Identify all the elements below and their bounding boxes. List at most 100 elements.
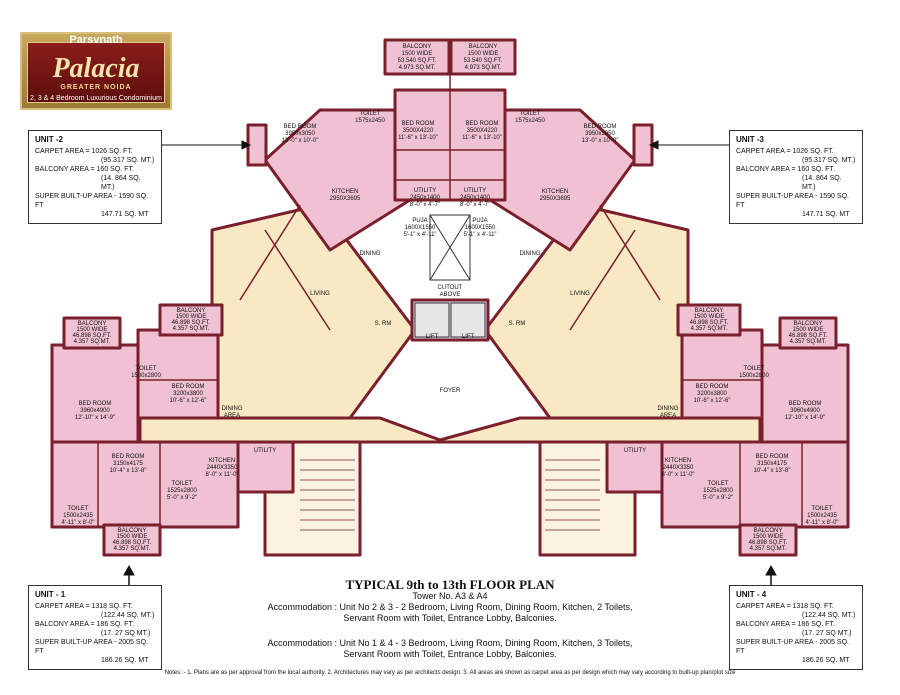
unit-3-area-box: UNIT -3 CARPET AREA = 1026 SQ. FT. (95.3… [729,130,863,224]
logo-panel: Parsvnath Palacia GREATER NOIDA 2, 3 & 4… [27,34,165,103]
accommodation-line: Servant Room with Toilet, Entrance Lobby… [343,613,557,623]
balcony-area: BALCONY AREA = 160 SQ. FT. [736,166,835,173]
stair-treads [300,459,600,531]
unit-title: UNIT - 4 [736,590,767,599]
accommodation-line: Servant Room with Toilet, Entrance Lobby… [343,649,557,659]
carpet-area-mt: (95.317 SQ. MT.) [802,157,856,164]
core-cutout [414,214,486,338]
lift-left-label: LIFT [426,334,439,340]
super-area-mt: 147.71 SQ. MT [802,211,850,218]
balcony-area-mt: (17. 27 SQ MT.) [802,630,852,637]
dining-left-label: DINING [360,251,381,257]
unit-title: UNIT - 1 [35,590,66,599]
accommodation-line: Accommodation : Unit No 2 & 3 - 2 Bedroo… [267,602,633,612]
accommodation-line: Accommodation : Unit No 1 & 4 - 3 Bedroo… [267,638,633,648]
super-area: SUPER BUILT-UP AREA - 2005 SQ. FT [35,639,148,655]
balcony-area: BALCONY AREA = 186 SQ. FT. [35,621,134,628]
plan-title: TYPICAL 9th to 13th FLOOR PLAN [345,577,555,592]
carpet-area: CARPET AREA = 1318 SQ. FT. [736,603,834,610]
balcony-area-mt: (14. 864 SQ. MT.) [101,175,141,191]
logo-brand: Parsvnath [69,34,123,46]
logo-tagline: 2, 3 & 4 Bedroom Luxurious Condominium [30,95,162,102]
balcony-area: BALCONY AREA = 160 SQ. FT. [35,166,134,173]
balcony-area-mt: (17. 27 SQ MT.) [101,630,151,637]
unit-4-area-box: UNIT - 4 CARPET AREA = 1318 SQ. FT. (122… [729,585,863,670]
super-area: SUPER BUILT-UP AREA - 1590 SQ. FT [35,193,148,209]
logo-city: GREATER NOIDA [60,84,132,91]
dining-right-label: DINING [520,251,541,257]
tower-number: Tower No. A3 & A4 [412,591,488,601]
carpet-area: CARPET AREA = 1318 SQ. FT. [35,603,133,610]
carpet-area-mt: (122.44 SQ. MT.) [101,612,155,619]
unit-1-area-box: UNIT - 1 CARPET AREA = 1318 SQ. FT. (122… [28,585,162,670]
carpet-area-mt: (122.44 SQ. MT.) [802,612,856,619]
super-area-mt: 186.26 SQ. MT [101,657,149,664]
accommodation-units-2-3: Accommodation : Unit No 2 & 3 - 2 Bedroo… [225,602,675,624]
balcony-area-mt: (14. 864 SQ. MT.) [802,175,842,191]
servant-room-right-label: S. RM [509,321,526,327]
lift-right-label: LIFT [462,334,475,340]
living-right-label: LIVING [570,291,590,297]
notes: Notes :- 1. Plans are as per approval fr… [164,670,736,676]
balcony-area: BALCONY AREA = 186 SQ. FT. [736,621,835,628]
accommodation-units-1-4: Accommodation : Unit No 1 & 4 - 3 Bedroo… [225,638,675,660]
carpet-area: CARPET AREA = 1026 SQ. FT. [736,148,834,155]
brand-logo: Parsvnath Palacia GREATER NOIDA 2, 3 & 4… [20,32,172,110]
unit-2-area-box: UNIT -2 CARPET AREA = 1026 SQ. FT. (95.3… [28,130,162,224]
utility-right-label: UTILITY [624,448,646,454]
utility-left-label: UTILITY [254,448,276,454]
living-left-label: LIVING [310,291,330,297]
logo-name: Palacia [52,53,140,84]
unit-title: UNIT -3 [736,135,764,144]
super-area-mt: 186.26 SQ. MT [802,657,850,664]
super-area-mt: 147.71 SQ. MT [101,211,149,218]
servant-room-left-label: S. RM [375,321,392,327]
unit-title: UNIT -2 [35,135,63,144]
carpet-area-mt: (95.317 SQ. MT.) [101,157,155,164]
super-area: SUPER BUILT-UP AREA - 2005 SQ. FT [736,639,849,655]
super-area: SUPER BUILT-UP AREA - 1590 SQ. FT [736,193,849,209]
room-dividers [97,40,803,527]
building-shell [50,38,850,557]
foyer-label: FOYER [440,388,461,394]
carpet-area: CARPET AREA = 1026 SQ. FT. [35,148,133,155]
